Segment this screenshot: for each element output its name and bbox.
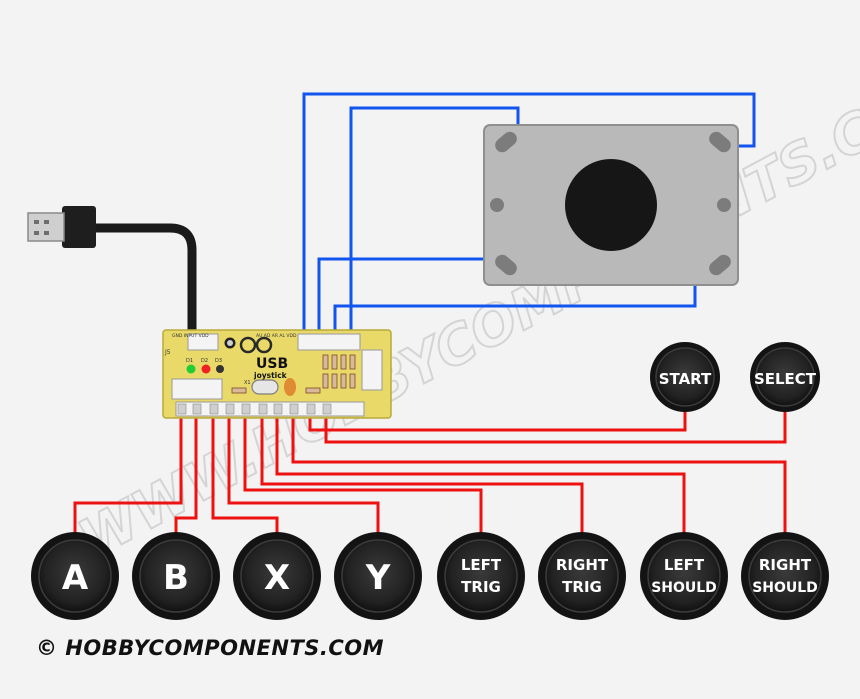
board-header-right-label: AU AD AR AL VDD xyxy=(256,333,297,339)
left-trig-button[interactable]: LEFT TRIG xyxy=(437,532,525,620)
usb-header xyxy=(187,333,219,351)
start-button-label: START xyxy=(659,370,712,388)
left-trig-label-line2: TRIG xyxy=(461,578,501,596)
led-dark xyxy=(216,365,224,373)
joystick-module xyxy=(483,124,739,286)
b-button-label: B xyxy=(163,558,189,598)
board-title: USB xyxy=(256,356,288,372)
usb-encoder-board: USB joystick GND INPUT VDD AU AD AR AL V… xyxy=(162,329,392,419)
board-d1-label: D1 xyxy=(186,358,193,364)
usb-plug-connector xyxy=(27,212,65,242)
led-red xyxy=(201,364,211,374)
right-trig-button[interactable]: RIGHT TRIG xyxy=(538,532,626,620)
start-button[interactable]: START xyxy=(650,342,720,412)
joystick-ball-top xyxy=(565,159,657,251)
right-should-label-line2: SHOULD xyxy=(752,580,818,596)
joystick-header xyxy=(297,333,361,351)
board-j5-label: J5 xyxy=(164,349,171,356)
watermark-text: WWW.HOBBYCOMPONENTS.COM xyxy=(69,51,860,571)
button-header-bottom xyxy=(175,401,365,417)
usb-plug-body xyxy=(62,206,96,248)
left-should-label-line1: LEFT xyxy=(664,556,705,574)
button-header-left xyxy=(171,378,223,400)
left-should-button[interactable]: LEFT SHOULD xyxy=(640,532,728,620)
left-trig-label-line1: LEFT xyxy=(461,556,502,574)
right-trig-label-line1: RIGHT xyxy=(556,556,609,574)
button-wires xyxy=(73,408,787,540)
board-d2-label: D2 xyxy=(201,358,208,364)
right-should-label-line1: RIGHT xyxy=(759,556,812,574)
joystick-wires xyxy=(302,92,756,345)
right-trig-label-line2: TRIG xyxy=(562,578,602,596)
usb-cable xyxy=(27,206,197,343)
y-button-label: Y xyxy=(365,558,391,598)
x-button[interactable]: X xyxy=(233,532,321,620)
crystal xyxy=(251,379,279,395)
b-button[interactable]: B xyxy=(132,532,220,620)
x-button-label: X xyxy=(264,558,290,598)
board-d3-label: D3 xyxy=(215,358,222,364)
capacitor-orange xyxy=(284,378,296,396)
board-header-label: GND INPUT VDD xyxy=(172,333,209,339)
y-button[interactable]: Y xyxy=(334,532,422,620)
led-green xyxy=(186,364,196,374)
select-button[interactable]: SELECT xyxy=(750,342,820,412)
left-should-label-line2: SHOULD xyxy=(651,580,717,596)
a-button[interactable]: A xyxy=(31,532,119,620)
select-button-label: SELECT xyxy=(754,370,817,388)
a-button-label: A xyxy=(62,558,89,598)
board-x1-label: X1 xyxy=(244,380,251,386)
right-should-button[interactable]: RIGHT SHOULD xyxy=(741,532,829,620)
board-subtitle: joystick xyxy=(253,371,288,380)
copyright-text: © HOBBYCOMPONENTS.COM xyxy=(36,636,385,660)
